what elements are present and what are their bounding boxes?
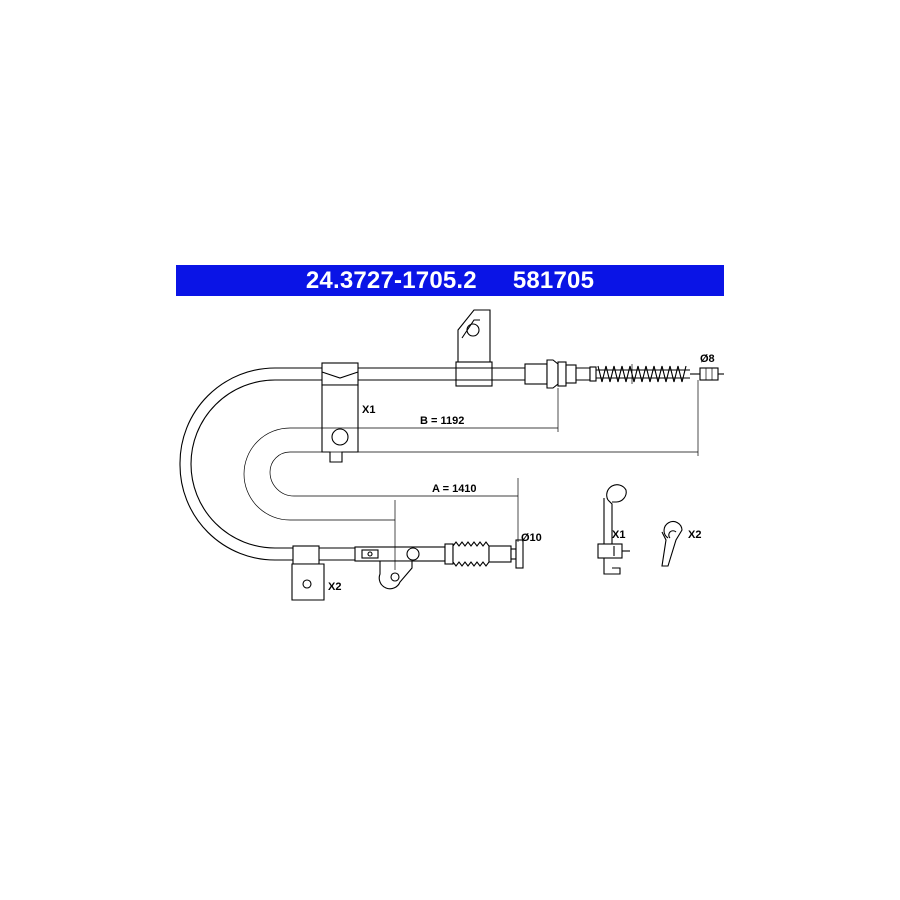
spring-top [596, 364, 724, 384]
clip-x2 [661, 521, 683, 567]
bracket-x1 [321, 362, 359, 463]
bracket-x2-label: X2 [328, 581, 341, 593]
part-header-bar: 24.3727-1705.2 581705 [176, 265, 724, 296]
dimension-b-label: B = 1192 [420, 415, 464, 427]
bellows-bottom [452, 539, 524, 569]
cable-sheath [179, 367, 322, 561]
bracket-x1-label: X1 [362, 404, 375, 416]
clip-x2-label: X2 [688, 529, 701, 541]
reference-number: 581705 [512, 267, 595, 294]
dimension-a-label: A = 1410 [432, 483, 477, 495]
dimension-b: B = 1192 [322, 380, 699, 456]
dimension-guide-loop [243, 427, 518, 521]
end-fitting-top [524, 359, 597, 389]
part-number: 24.3727-1705.2 [305, 267, 477, 294]
bracket-x2 [291, 545, 355, 601]
diameter-10-label: Ø10 [521, 532, 542, 544]
end-fitting-bottom [354, 543, 454, 590]
bracket-top [455, 309, 493, 387]
diameter-8-label: Ø8 [700, 353, 715, 365]
clip-x1-label: X1 [612, 529, 625, 541]
clip-x1 [597, 484, 630, 575]
dimension-a: A = 1410 [394, 478, 519, 570]
